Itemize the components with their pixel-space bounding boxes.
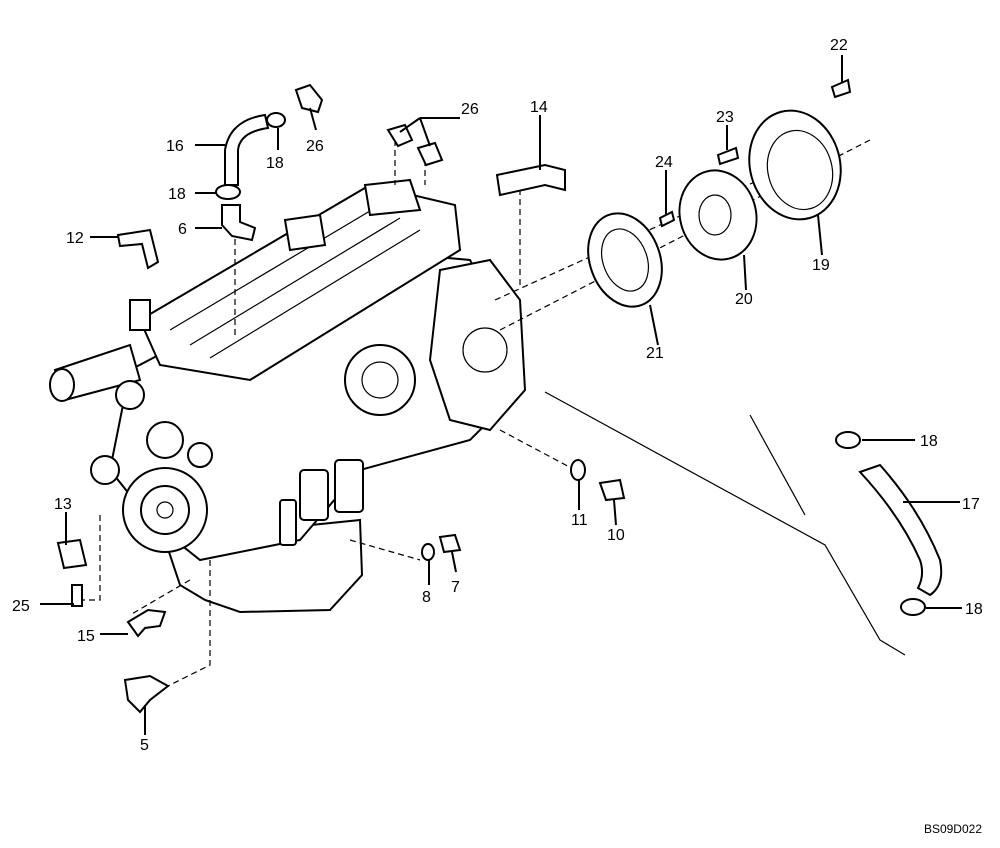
bolt-23 <box>716 146 740 166</box>
plug-10 <box>598 478 626 502</box>
clamp-18-right-upper <box>835 431 861 449</box>
callout-18-hose-top: 18 <box>266 155 284 172</box>
adapter-ring-21 <box>587 212 663 308</box>
pulley-20 <box>678 169 758 261</box>
callout-23: 23 <box>716 109 734 126</box>
bolt-24 <box>658 210 676 228</box>
bracket-26-left <box>294 83 324 114</box>
clamp-18-lower <box>215 184 241 200</box>
callout-26-right: 26 <box>461 101 479 118</box>
bracket-13 <box>56 538 88 570</box>
callout-6: 6 <box>178 221 187 238</box>
callout-13: 13 <box>54 496 72 513</box>
clamp-18-upper <box>266 112 286 128</box>
engine-assembly <box>49 178 527 614</box>
clip-26-a <box>386 123 414 148</box>
callout-18-right-lower: 18 <box>965 601 983 618</box>
callout-15: 15 <box>77 628 95 645</box>
bracket-12 <box>116 228 160 270</box>
bolt-22 <box>830 78 852 99</box>
hose-17 <box>858 463 943 597</box>
bolt-25 <box>71 584 83 607</box>
fitting-5 <box>123 674 170 714</box>
leader-lines <box>40 55 962 735</box>
callout-8: 8 <box>422 589 431 606</box>
callout-25: 25 <box>12 598 30 615</box>
callout-10: 10 <box>607 527 625 544</box>
callout-7: 7 <box>451 579 460 596</box>
plug-7 <box>438 533 462 554</box>
coolant-hose-16 <box>224 113 270 186</box>
callout-19: 19 <box>812 257 830 274</box>
callout-11: 11 <box>571 512 588 529</box>
callout-24: 24 <box>655 154 673 171</box>
callout-22: 22 <box>830 37 848 54</box>
elbow-fitting-6 <box>221 204 257 242</box>
clamp-18-right-lower <box>900 598 926 616</box>
callout-18-elbow: 18 <box>168 186 186 203</box>
callout-12: 12 <box>66 230 84 247</box>
callout-17: 17 <box>962 496 980 513</box>
housing-ring-19 <box>748 109 842 221</box>
callout-labels: 16 18 26 18 6 12 26 14 22 23 24 19 20 21… <box>12 37 983 754</box>
callout-18-right-upper: 18 <box>920 433 938 450</box>
washer-8 <box>421 543 435 561</box>
clip-26-b <box>416 141 444 167</box>
elbow-15 <box>126 608 167 638</box>
washer-11 <box>570 459 586 481</box>
drawing-reference-code: BS09D022 <box>923 822 982 836</box>
callout-26-left: 26 <box>306 138 324 155</box>
bracket-14 <box>495 163 566 197</box>
callout-5: 5 <box>140 737 149 754</box>
callout-20: 20 <box>735 291 753 308</box>
callout-14: 14 <box>530 99 548 116</box>
callout-21: 21 <box>646 345 664 362</box>
callout-16: 16 <box>166 138 184 155</box>
